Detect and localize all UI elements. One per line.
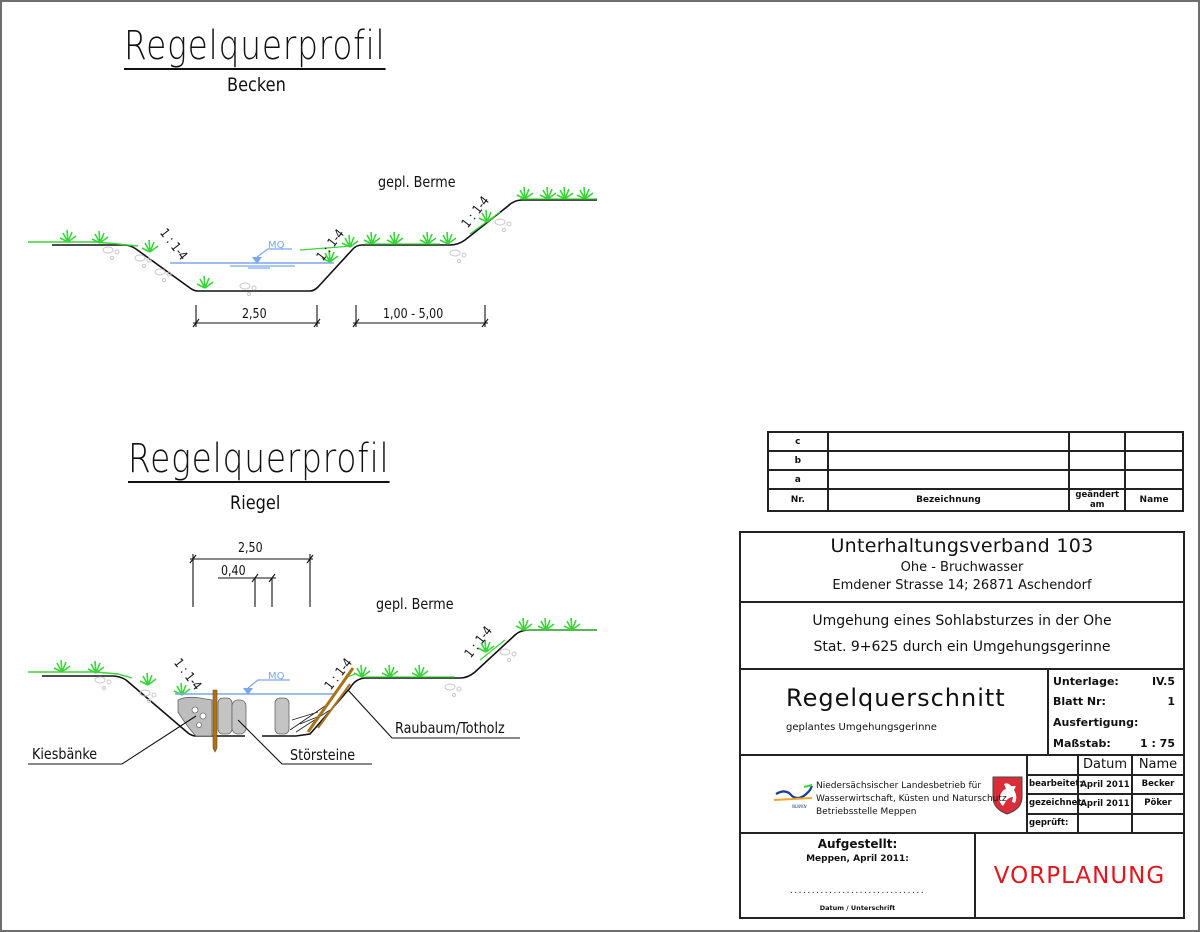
revision-row: c: [767, 431, 1184, 452]
revision-table: c b a Nr. Bezeichnung geändert am Name: [767, 431, 1184, 512]
becken-mq-label: MQ: [268, 240, 285, 251]
revision-date: [1068, 431, 1127, 452]
nlwkn-logo-text: NLWKN: [792, 804, 807, 809]
riegel-dimension-lines: [189, 554, 314, 607]
becken-dim-bottom-width: 2,50: [242, 307, 267, 322]
becken-grass-line-left: [28, 241, 139, 247]
wooden-stake: [212, 689, 218, 753]
signature-caption: Datum / Unterschrift: [819, 904, 896, 912]
meta-label: Ausfertigung:: [1053, 716, 1139, 729]
riegel-mq-label: MQ: [268, 671, 285, 682]
signoff-name: Pöker: [1144, 798, 1172, 808]
meta-label: Maßstab:: [1053, 737, 1111, 750]
signoff-header-datum: Datum: [1083, 757, 1127, 772]
signoff-date: April 2011: [1080, 780, 1130, 790]
riegel-profile: [28, 554, 597, 765]
nlwkn-logo-icon: [773, 784, 813, 801]
revision-row: a: [767, 469, 1184, 490]
becken-dimension-lines: [192, 305, 489, 328]
becken-subtitle: Becken: [227, 74, 286, 96]
aufgestellt-place-date: Meppen, April 2011:: [806, 854, 909, 864]
callout-raubaum-totholz: Raubaum/Totholz: [395, 719, 505, 737]
title-block-lines: [739, 531, 1185, 919]
coat-of-arms-icon: [992, 776, 1023, 815]
revision-nr: b: [767, 450, 829, 471]
revision-name: [1124, 450, 1184, 471]
agency-line-3: Betriebsstelle Meppen: [816, 807, 917, 817]
becken-dim-berme-width: 1,00 - 5,00: [383, 307, 444, 322]
client-name: Unterhaltungsverband 103: [830, 535, 1094, 557]
becken-berme-label: gepl. Berme: [378, 173, 456, 191]
revision-bezeichnung: [826, 431, 1071, 452]
callout-kiesbaenke: Kiesbänke: [32, 745, 98, 763]
stone-2: [231, 699, 247, 735]
becken-water-level-symbol: [252, 257, 262, 264]
becken-profile: [28, 186, 597, 328]
signoff-label: geprüft:: [1029, 818, 1069, 828]
client-subname: Ohe - Bruchwasser: [900, 560, 1024, 575]
revision-bezeichnung: [826, 450, 1071, 471]
meta-value: 1 : 75: [1139, 737, 1175, 750]
meta-value: IV.5: [1151, 675, 1175, 688]
header-geaendert-am: geändert am: [1068, 488, 1127, 512]
signoff-name: Becker: [1141, 779, 1175, 789]
revision-name: [1124, 431, 1184, 452]
header-name: Name: [1124, 488, 1184, 512]
revision-row: b: [767, 450, 1184, 471]
revision-name: [1124, 469, 1184, 490]
revision-bezeichnung: [826, 469, 1071, 490]
signoff-date: April 2011: [1080, 799, 1130, 809]
revision-date: [1068, 450, 1127, 471]
signoff-label: bearbeitet:: [1029, 779, 1083, 789]
becken-grass-line-right: [299, 198, 597, 251]
riegel-terrain-line: [42, 629, 597, 737]
becken-terrain-line: [52, 199, 597, 292]
riegel-title: Regelquerprofil: [128, 436, 390, 483]
drawing-subtitle: geplantes Umgehungsgerinne: [786, 722, 937, 733]
signature-line: ...............................: [789, 886, 926, 896]
project-line-1: Umgehung eines Sohlabsturzes in der Ohe: [812, 613, 1112, 629]
riegel-dim-total: 2,50: [238, 541, 263, 556]
riegel-dim-stone: 0,40: [221, 564, 246, 579]
riegel-subtitle: Riegel: [230, 492, 281, 514]
revision-date: [1068, 469, 1127, 490]
meta-label: Blatt Nr:: [1053, 695, 1106, 708]
meta-label: Unterlage:: [1053, 675, 1119, 688]
deadwood: [289, 705, 331, 733]
stone-3: [274, 697, 290, 735]
status-stamp: VORPLANUNG: [993, 863, 1166, 889]
agency-line-1: Niedersächsischer Landesbetrieb für: [816, 781, 982, 791]
revision-nr: c: [767, 431, 829, 452]
revision-header-row: Nr. Bezeichnung geändert am Name: [767, 488, 1184, 512]
callout-stoersteine: Störsteine: [290, 746, 356, 764]
client-address: Emdener Strasse 14; 26871 Aschendorf: [832, 578, 1092, 593]
header-nr: Nr.: [767, 488, 829, 512]
signoff-header-name: Name: [1138, 757, 1178, 772]
riegel-water-level-symbol: [243, 688, 253, 695]
becken-title: Regelquerprofil: [124, 23, 386, 70]
signoff-label: gezeichnet:: [1029, 798, 1085, 808]
drawing-title: Regelquerschnitt: [786, 684, 1006, 712]
riegel-berme-label: gepl. Berme: [376, 595, 454, 613]
header-bezeichnung: Bezeichnung: [826, 488, 1071, 512]
project-line-2: Stat. 9+625 durch ein Umgehungsgerinne: [813, 639, 1111, 655]
agency-line-2: Wasserwirtschaft, Küsten und Naturschutz: [816, 794, 1007, 804]
aufgestellt-label: Aufgestellt:: [817, 837, 898, 851]
meta-value: 1: [1167, 695, 1175, 708]
callout-leaders: [28, 689, 520, 765]
stone-1: [217, 697, 233, 735]
revision-nr: a: [767, 469, 829, 490]
